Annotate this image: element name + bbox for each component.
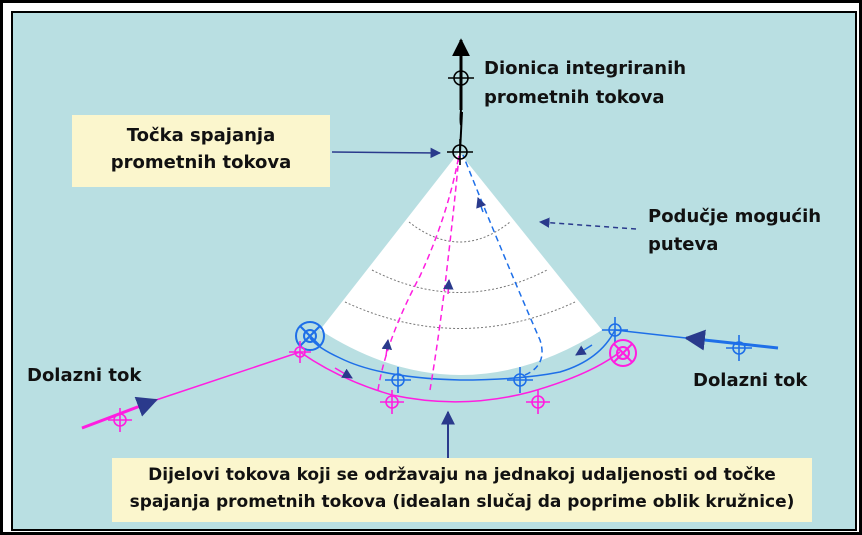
magenta-arc-arrow: [334, 367, 353, 379]
bottom-blue-node-1-icon: [385, 367, 411, 393]
right-input-node-icon: [726, 335, 752, 361]
merge-point-callout: Točka spajanja prometnih tokova: [72, 115, 330, 187]
bottom-blue-node-2-icon: [507, 367, 533, 393]
left-entry-ring-icon: [295, 321, 325, 351]
merge-point-node-icon: [447, 139, 473, 165]
bottom-label-line1: Dijelovi tokova koji se održavaju na jed…: [148, 465, 776, 485]
integrated-node-icon: [448, 65, 474, 91]
merge-point-label-line1: Točka spajanja: [126, 125, 276, 146]
bottom-magenta-node-1-icon: [380, 390, 404, 414]
merge-point-pointer-arrow: [331, 147, 442, 159]
possible-paths-label-line1: Podučje mogućih: [648, 206, 822, 227]
bottom-label-line2: spajanja prometnih tokova (idealan sluča…: [129, 492, 795, 512]
dashed-path-arrow-2: [443, 278, 454, 295]
bottom-callout: Dijelovi tokova koji se održavaju na jed…: [112, 458, 812, 522]
right-entry-ring-icon: [609, 339, 637, 367]
merge-point-label-line2: prometnih tokova: [110, 152, 292, 173]
dashed-path-arrow-1: [381, 338, 393, 357]
bottom-magenta-node-2-icon: [526, 390, 550, 414]
left-entry-magenta-icon: [289, 341, 311, 363]
blue-arc-arrow: [575, 344, 593, 356]
equidistance-arcs: [344, 221, 576, 329]
incoming-flow-right-line: [614, 329, 687, 339]
blue-bottom-arc: [309, 329, 616, 381]
integrated-section-label-line1: Dionica integriranih: [484, 58, 687, 79]
possible-paths-pointer-arrow: [538, 217, 637, 230]
dashed-path-arrow-3: [476, 197, 487, 213]
right-entry-node-icon: [602, 317, 628, 343]
integrated-section-label-line2: prometnih tokova: [484, 87, 665, 108]
incoming-flow-right-thick: [683, 329, 779, 351]
possible-paths-label-line2: puteva: [648, 234, 719, 255]
integrated-section-tail: [459, 109, 462, 126]
incoming-flow-right-label: Dolazni tok: [693, 370, 808, 391]
possible-paths-area: [320, 152, 602, 375]
incoming-flow-left-label: Dolazni tok: [27, 365, 142, 386]
left-input-node-icon: [108, 408, 132, 432]
